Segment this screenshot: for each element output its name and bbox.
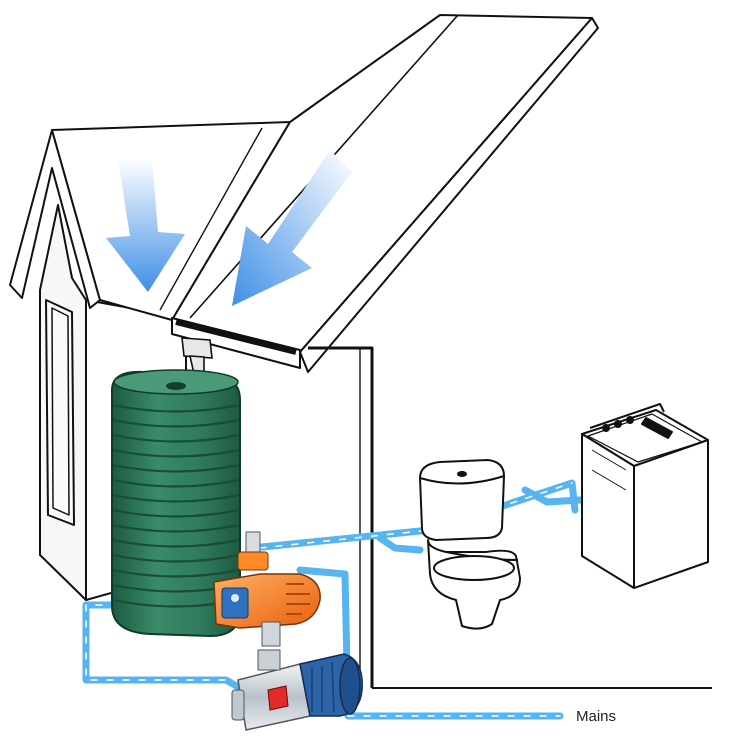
washing-machine-icon <box>581 403 709 589</box>
rainwater-arrows <box>106 150 352 306</box>
water-pump-icon <box>231 649 363 731</box>
house-window <box>45 299 75 526</box>
water-tank-icon <box>111 369 241 638</box>
pump-controller-icon <box>213 531 321 647</box>
mains-label: Mains <box>576 708 617 725</box>
rainwater-arrow-icon <box>106 158 185 292</box>
toilet-icon <box>419 459 521 630</box>
pipe-tank-outlet <box>82 601 244 692</box>
rainwater-arrow-icon <box>232 150 352 306</box>
